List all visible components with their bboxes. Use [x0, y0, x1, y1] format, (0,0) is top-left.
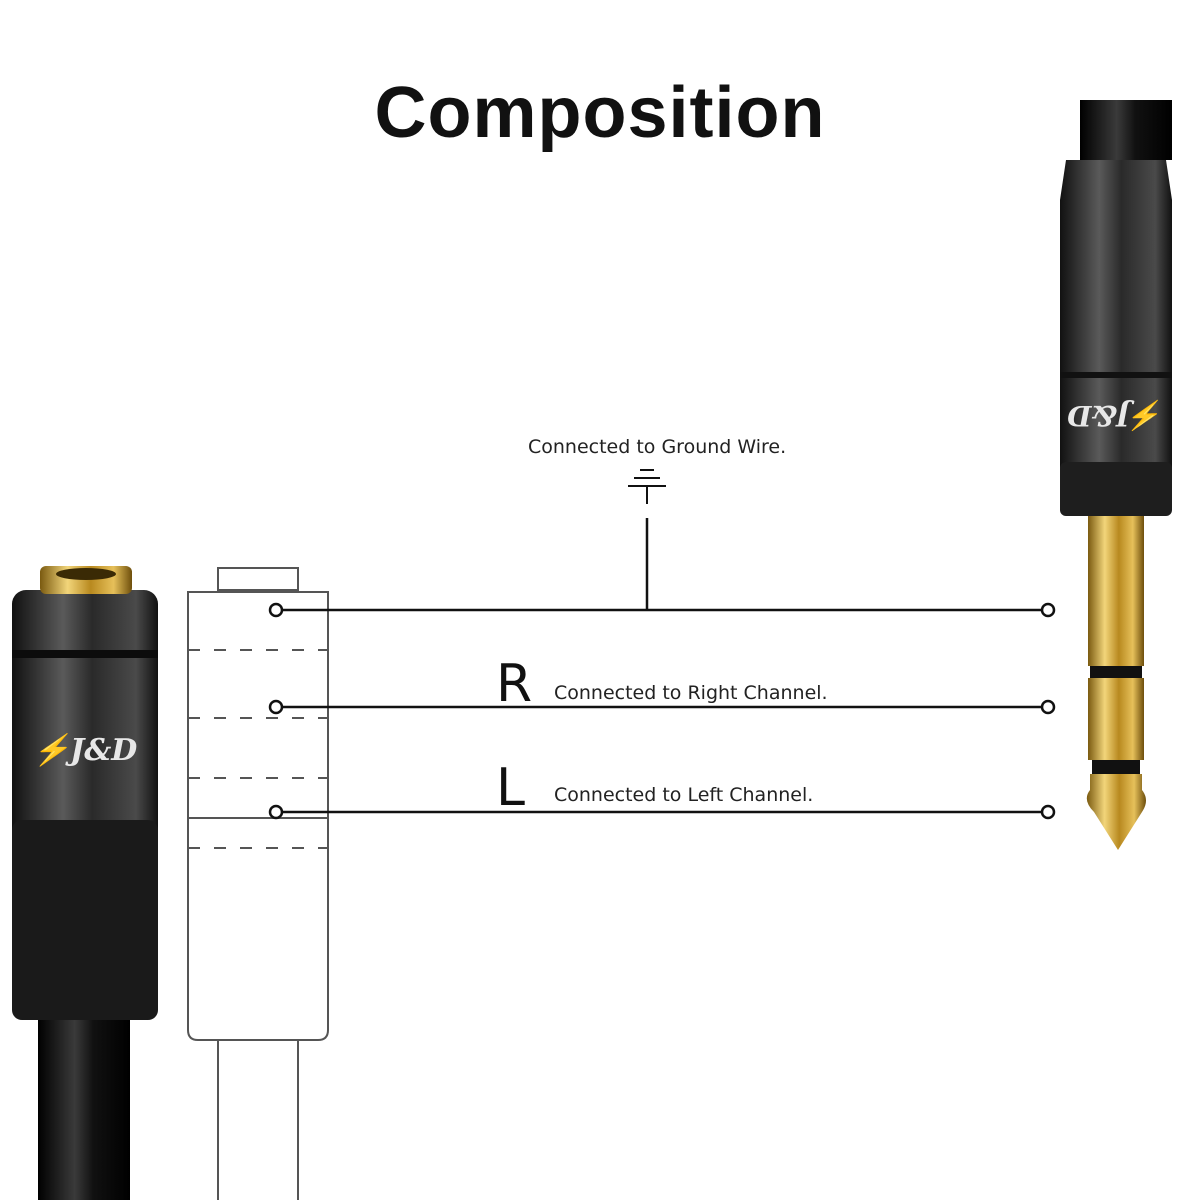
plug-tip: [1086, 774, 1146, 850]
ground-symbol-icon: [628, 469, 666, 504]
wires: [276, 518, 1048, 814]
ground-label: Connected to Ground Wire.: [528, 436, 787, 458]
plug-sleeve: [1088, 516, 1144, 666]
female-jack-connector: ⚡J&D: [12, 566, 158, 1200]
left-channel-letter: L: [496, 758, 525, 818]
brand-logo-left: ⚡J&D: [33, 732, 138, 768]
left-channel-label: Connected to Left Channel.: [554, 784, 814, 806]
page-title: Composition: [374, 73, 826, 153]
brand-logo-right: ⚡J&D: [1066, 399, 1164, 432]
male-plug-body: [1060, 160, 1172, 516]
male-plug-connector: ⚡J&D: [1060, 100, 1172, 850]
plug-ring: [1088, 678, 1144, 760]
cable-right: [1080, 100, 1172, 160]
female-jack-collar: [12, 820, 158, 1020]
cable-left: [38, 1010, 130, 1200]
right-channel-label: Connected to Right Channel.: [554, 682, 828, 704]
terminals: [268, 602, 1056, 820]
right-channel-letter: R: [496, 654, 533, 714]
female-jack-outline: [187, 567, 329, 1200]
